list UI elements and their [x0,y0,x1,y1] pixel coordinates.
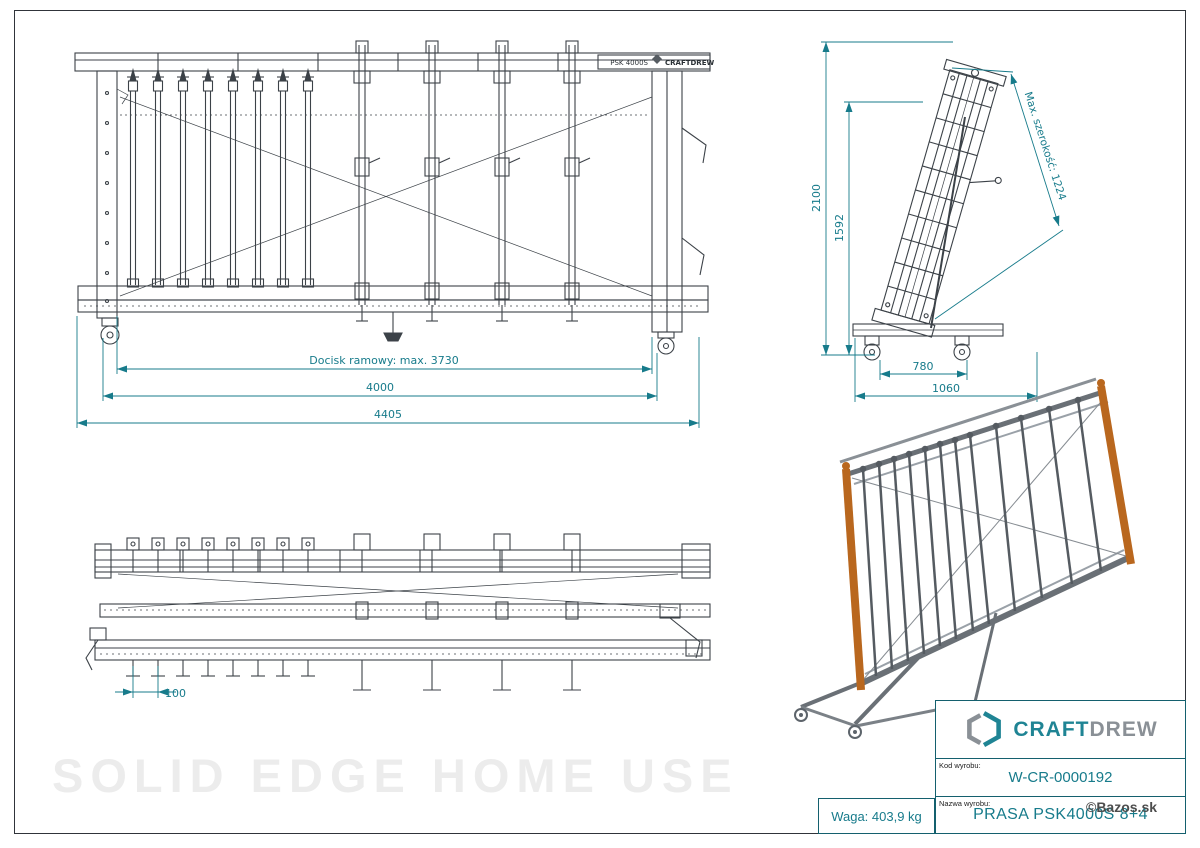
top-view-drawing: 100 [85,533,711,700]
product-code-label: Kod wyrobu: [939,761,981,770]
side-stand [852,116,1004,361]
product-name-value: PRASA PSK4000S 8+4 [973,805,1148,823]
drawing-frame-border [14,10,1186,834]
side-view-drawing: 2100 1592 Max. szerokość: 1224 780 1060 [810,41,1069,402]
dim-clamp-3730: Docisk ramowy: max. 3730 [116,316,653,374]
product-code-row: Kod wyrobu: W-CR-0000192 [936,759,1185,797]
dim-1592-label: 1592 [833,214,846,242]
dim-4405-label: 4405 [374,408,402,421]
front-clamp-bars [126,69,315,288]
dim-100-label: 100 [165,687,186,700]
front-press-columns [353,40,591,322]
dim-100: 100 [115,666,186,700]
top-structure [85,543,711,671]
dim-2100-label: 2100 [810,184,823,212]
product-name-label: Nazwa wyrobu: [939,798,991,808]
dim-2100: 2100 [810,41,953,356]
side-tilted-frame [871,58,1007,338]
dim-clamp-label: Docisk ramowy: max. 3730 [309,354,458,367]
dim-1592: 1592 [833,101,923,355]
front-casters [100,317,675,355]
top-clamp-units [125,533,582,691]
isometric-view-drawing [794,377,1135,739]
iso-orange-rails [842,379,1135,691]
nameplate-logo-icon [652,54,662,64]
front-view-drawing: PSK 4000S CRAFTDREW Docisk ramowy: max. … [74,40,714,428]
logo-drew-text: DREW [1089,717,1158,741]
bazos-credit: ©Bazos.sk [1086,799,1158,815]
solid-edge-watermark: SOLID EDGE HOME USE [52,749,739,802]
product-code-value: W-CR-0000192 [1008,768,1113,786]
nameplate-model: PSK 4000S [610,59,648,67]
dim-max-width: Max. szerokość: 1224 [934,67,1069,320]
logo-craft-text: CRAFT [1013,717,1090,741]
dim-1060: 1060 [854,338,1038,402]
product-name-row: Nazwa wyrobu: PRASA PSK4000S 8+4 [936,797,1185,834]
craftdrew-logo-icon [967,710,1002,747]
dim-780-label: 780 [913,360,934,373]
dim-max-width-label: Max. szerokość: 1224 [1022,90,1069,202]
dim-4000-label: 4000 [366,381,394,394]
weight-box: Waga: 403,9 kg [818,798,935,834]
dim-4405: 4405 [76,316,700,428]
front-frame [74,52,711,342]
nameplate-brand: CRAFTDREW [665,59,714,67]
dim-780: 780 [879,360,968,380]
dim-1060-label: 1060 [932,382,960,395]
dim-4000: 4000 [102,338,658,401]
iso-clamp-bars [859,396,1103,677]
